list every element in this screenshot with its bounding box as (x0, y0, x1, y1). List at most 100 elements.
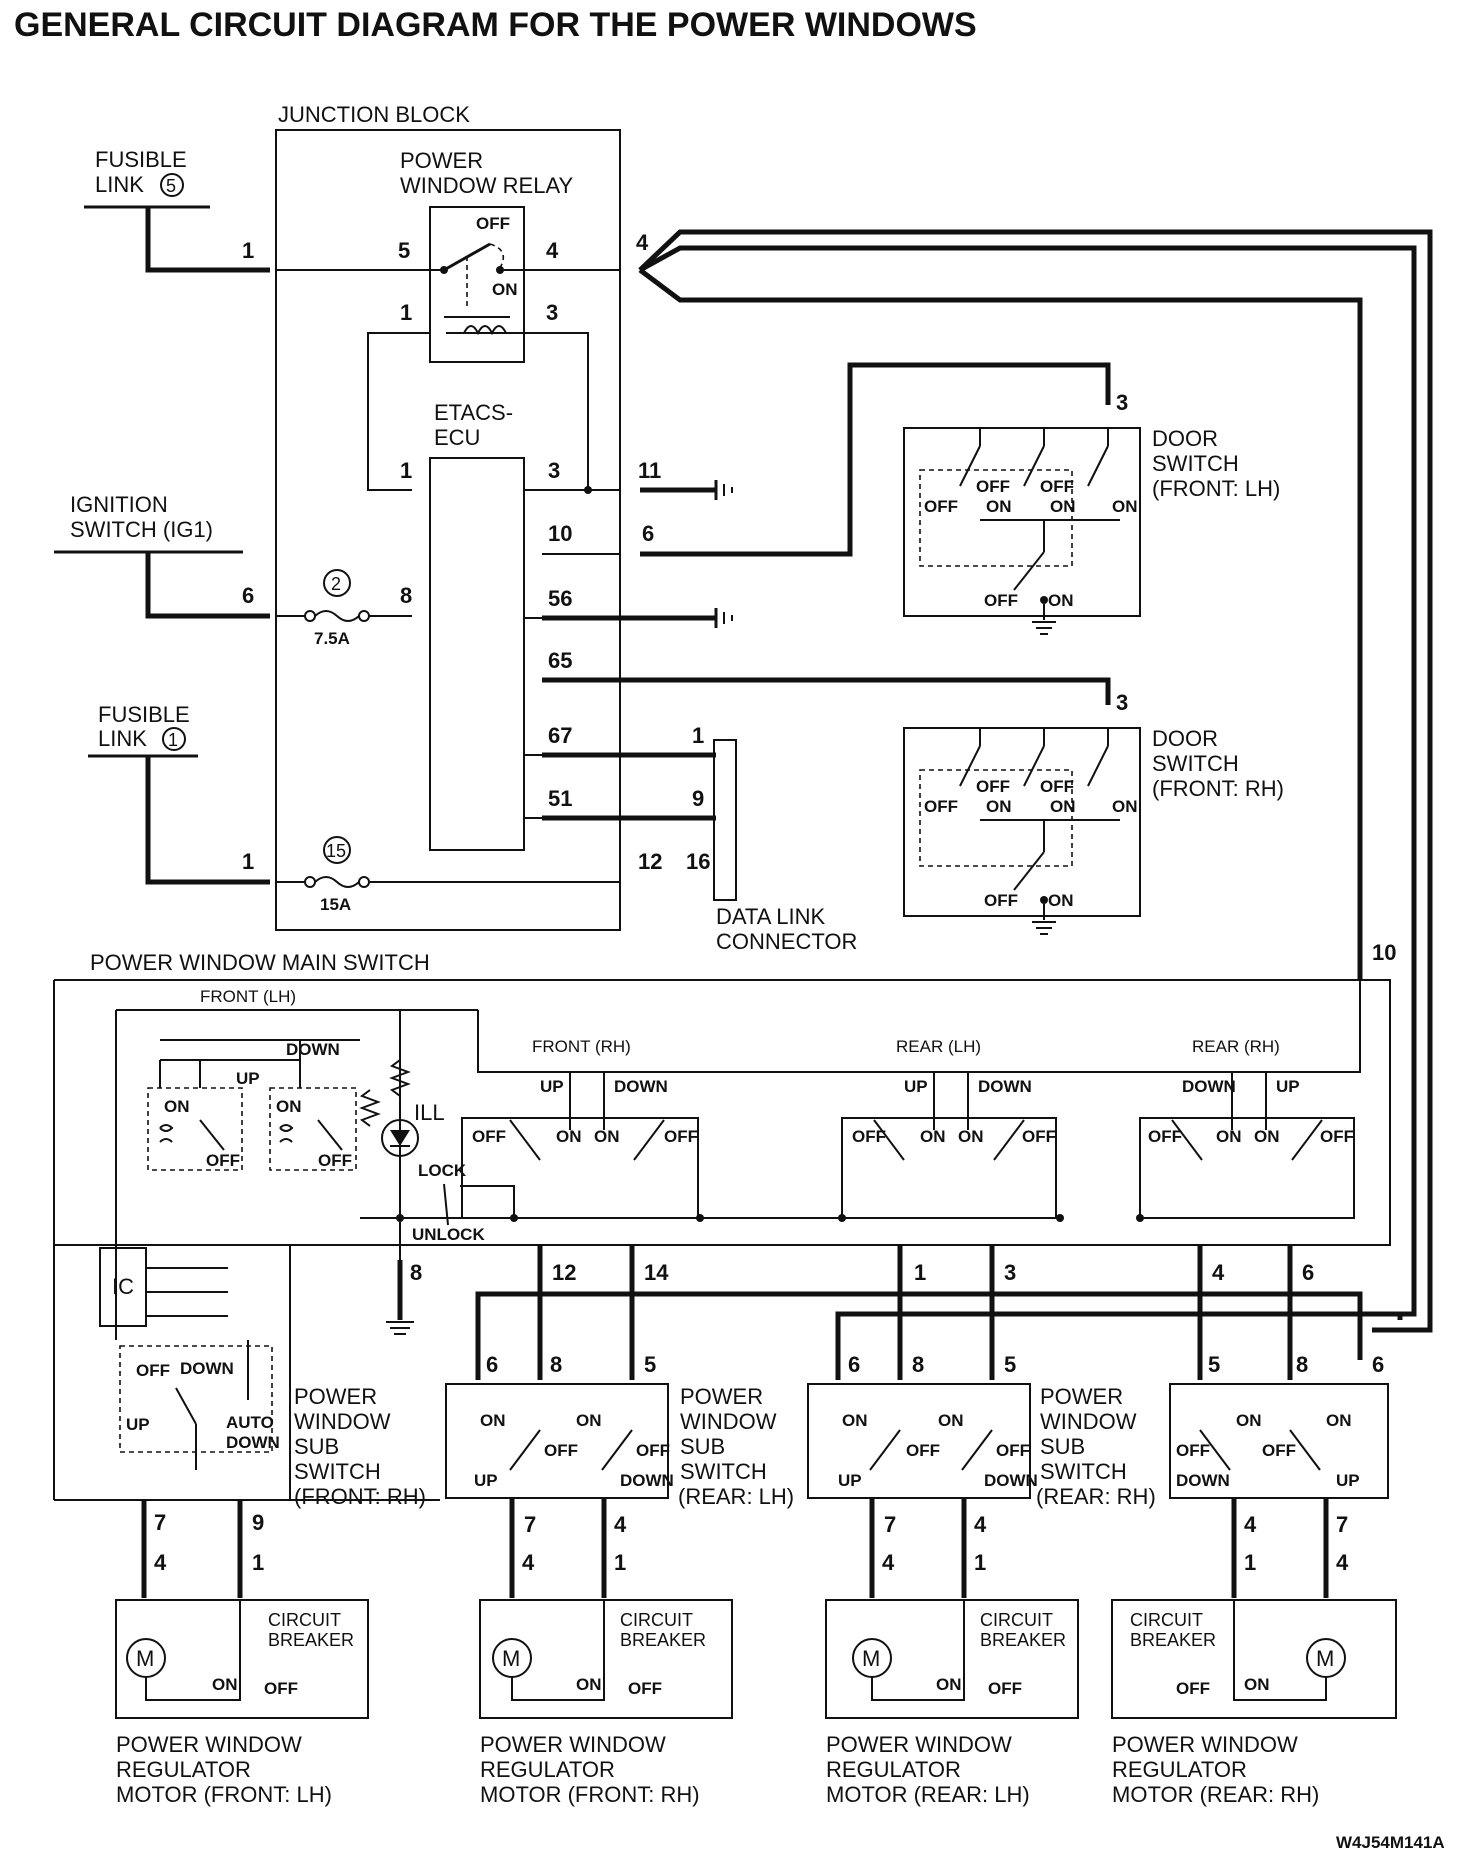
main-switch-outputs: 12 14 1 3 4 6 7 9 (154, 1245, 1363, 1535)
svg-text:OFF: OFF (1176, 1441, 1210, 1460)
junction-block-label: JUNCTION BLOCK (278, 102, 470, 127)
svg-text:2: 2 (331, 574, 341, 594)
svg-text:UP: UP (126, 1415, 150, 1434)
motor-front-rh: 4 1 M CIRCUIT BREAKER ON OFF POWER WINDO… (479, 1550, 733, 1807)
svg-text:ON: ON (1236, 1411, 1262, 1430)
ignition-switch: IGNITION SWITCH (IG1) (54, 492, 270, 619)
svg-text:WINDOW RELAY: WINDOW RELAY (400, 173, 573, 198)
svg-text:ECU: ECU (434, 425, 480, 450)
svg-text:9: 9 (252, 1510, 264, 1535)
svg-text:ON: ON (938, 1411, 964, 1430)
svg-text:DOWN: DOWN (984, 1471, 1038, 1490)
svg-text:BREAKER: BREAKER (980, 1630, 1066, 1650)
svg-text:6: 6 (642, 521, 654, 546)
svg-text:ON: ON (276, 1097, 302, 1116)
svg-text:ON: ON (576, 1411, 602, 1430)
svg-text:(FRONT: RH): (FRONT: RH) (294, 1484, 426, 1509)
svg-text:4: 4 (522, 1550, 535, 1575)
svg-text:WINDOW: WINDOW (294, 1409, 391, 1434)
svg-text:1: 1 (242, 238, 254, 263)
svg-text:SUB: SUB (680, 1434, 725, 1459)
fuse-15: 15 15A (304, 836, 370, 914)
svg-text:ON: ON (492, 280, 518, 299)
svg-text:SWITCH: SWITCH (1152, 451, 1239, 476)
svg-text:9: 9 (692, 786, 704, 811)
svg-text:1: 1 (914, 1260, 926, 1285)
svg-text:OFF: OFF (976, 777, 1010, 796)
fusible-link-1: FUSIBLE LINK 1 (88, 702, 270, 885)
svg-text:4: 4 (1244, 1512, 1257, 1537)
svg-text:OFF: OFF (664, 1127, 698, 1146)
svg-text:OFF: OFF (318, 1151, 352, 1170)
svg-text:6: 6 (1302, 1260, 1314, 1285)
svg-text:UP: UP (1336, 1471, 1360, 1490)
svg-text:ON: ON (1048, 591, 1074, 610)
svg-text:REAR (RH): REAR (RH) (1192, 1037, 1280, 1056)
svg-text:3: 3 (546, 300, 558, 325)
svg-text:CONNECTOR: CONNECTOR (716, 929, 857, 954)
svg-text:ON: ON (936, 1675, 962, 1694)
svg-text:OFF: OFF (1176, 1679, 1210, 1698)
svg-text:SWITCH: SWITCH (1152, 751, 1239, 776)
svg-text:14: 14 (644, 1260, 669, 1285)
svg-text:5: 5 (644, 1352, 656, 1377)
svg-text:ON: ON (556, 1127, 582, 1146)
svg-text:MOTOR (REAR: LH): MOTOR (REAR: LH) (826, 1782, 1030, 1807)
svg-text:OFF: OFF (852, 1127, 886, 1146)
door-switch-front-lh: 3 DOOR SWITCH (FRONT: LH) OFF OFF OFF ON… (903, 390, 1280, 635)
svg-text:UP: UP (1276, 1077, 1300, 1096)
jb-pin-labels: 1 5 4 4 1 3 1 3 11 10 6 56 65 67 51 8 6 … (242, 230, 710, 874)
svg-text:DOWN: DOWN (620, 1471, 674, 1490)
fuse-2: 2 7.5A (304, 569, 370, 648)
svg-text:ON: ON (986, 797, 1012, 816)
svg-text:REGULATOR: REGULATOR (826, 1757, 961, 1782)
svg-text:ON: ON (1326, 1411, 1352, 1430)
svg-text:REGULATOR: REGULATOR (116, 1757, 251, 1782)
svg-text:UP: UP (838, 1471, 862, 1490)
svg-text:AUTO: AUTO (226, 1413, 274, 1432)
svg-text:DOWN: DOWN (1176, 1471, 1230, 1490)
svg-text:ON: ON (1216, 1127, 1242, 1146)
svg-text:1: 1 (400, 458, 412, 483)
svg-text:(FRONT: RH): (FRONT: RH) (1152, 776, 1284, 801)
svg-text:5: 5 (1208, 1352, 1220, 1377)
svg-text:7: 7 (154, 1510, 166, 1535)
svg-text:ON: ON (986, 497, 1012, 516)
svg-text:M: M (862, 1646, 880, 1671)
svg-text:POWER: POWER (400, 148, 483, 173)
svg-text:CIRCUIT: CIRCUIT (620, 1610, 693, 1630)
svg-text:UNLOCK: UNLOCK (412, 1225, 485, 1244)
svg-text:OFF: OFF (544, 1441, 578, 1460)
svg-text:ON: ON (958, 1127, 984, 1146)
svg-text:ON: ON (480, 1411, 506, 1430)
svg-text:8: 8 (912, 1352, 924, 1377)
svg-text:51: 51 (548, 786, 572, 811)
svg-text:ON: ON (1254, 1127, 1280, 1146)
svg-text:BREAKER: BREAKER (268, 1630, 354, 1650)
junction-block: JUNCTION BLOCK POWER WINDOW RELAY OFF ON… (275, 102, 621, 931)
svg-text:ON: ON (1048, 891, 1074, 910)
svg-text:BREAKER: BREAKER (1130, 1630, 1216, 1650)
svg-text:DOWN: DOWN (286, 1040, 340, 1059)
svg-text:OFF: OFF (476, 214, 510, 233)
svg-text:OFF: OFF (472, 1127, 506, 1146)
svg-text:4: 4 (1336, 1550, 1349, 1575)
svg-text:3: 3 (548, 458, 560, 483)
svg-text:UP: UP (474, 1471, 498, 1490)
svg-text:7: 7 (884, 1512, 896, 1537)
svg-text:OFF: OFF (636, 1441, 670, 1460)
svg-text:OFF: OFF (996, 1441, 1030, 1460)
svg-text:SWITCH (IG1): SWITCH (IG1) (70, 517, 213, 542)
svg-text:OFF: OFF (906, 1441, 940, 1460)
svg-text:4: 4 (882, 1550, 895, 1575)
power-window-main-switch: POWER WINDOW MAIN SWITCH 10 FRONT (LH) U… (53, 940, 1396, 1501)
svg-text:(REAR: RH): (REAR: RH) (1036, 1484, 1156, 1509)
svg-text:M: M (1316, 1646, 1334, 1671)
svg-text:ON: ON (1050, 797, 1076, 816)
svg-text:6: 6 (486, 1352, 498, 1377)
svg-text:M: M (136, 1646, 154, 1671)
svg-text:65: 65 (548, 648, 572, 673)
fusible-link-5: FUSIBLE LINK 5 (84, 147, 270, 273)
data-link-connector: DATA LINK CONNECTOR (713, 739, 857, 954)
svg-text:8: 8 (1296, 1352, 1308, 1377)
